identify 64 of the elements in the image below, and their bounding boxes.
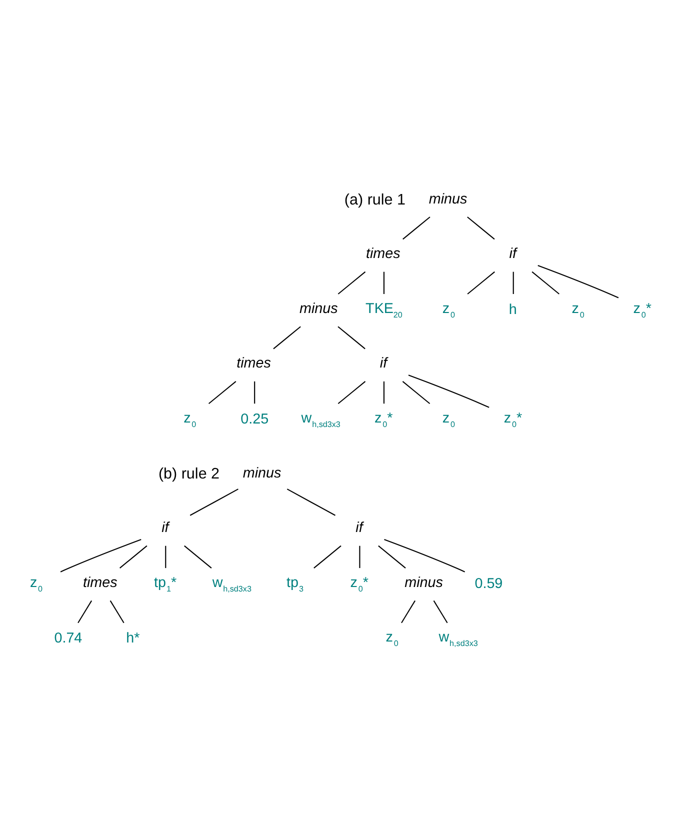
connector: [384, 539, 466, 572]
connector: [401, 600, 416, 624]
connector: [208, 381, 236, 404]
connector: [359, 546, 360, 568]
node-text: 0.25: [240, 411, 269, 428]
connector: [120, 545, 148, 568]
node-text: times: [366, 246, 400, 262]
node-text: if: [162, 520, 169, 536]
connector: [383, 381, 385, 404]
node-text: minus: [242, 465, 282, 482]
node-text: z$_{0}$*: [350, 574, 368, 594]
node-text: h*: [126, 630, 140, 647]
connector: [433, 600, 448, 624]
connector: [467, 216, 495, 240]
connector: [467, 271, 495, 294]
connector: [110, 600, 124, 624]
node-text: h: [508, 302, 517, 318]
node-text: w$_{h,sd3x3}$: [301, 410, 340, 430]
connector: [273, 326, 301, 350]
connector: [165, 546, 166, 568]
node-text: z$_{0}$: [442, 410, 455, 430]
node-text: if: [380, 356, 388, 372]
node-text: minus: [428, 191, 468, 208]
node-text: z$_{0}$: [386, 630, 398, 648]
node-text: TKE$_{20}$: [366, 300, 402, 320]
connector: [383, 272, 385, 294]
node-text: times: [236, 356, 271, 372]
connector: [402, 381, 430, 404]
node-text: 0.59: [474, 576, 503, 592]
node-text: 0.74: [54, 630, 82, 647]
node-text: w$_{h,sd3x3}$: [438, 630, 478, 648]
label: (a) rule 1: [344, 191, 406, 208]
node-text: z$_{0}$: [184, 410, 196, 430]
node-text: z$_{0}$*: [633, 300, 652, 320]
connector: [78, 600, 92, 624]
node-text: tp$_{3}$: [286, 574, 304, 594]
node-text: tp$_{1}$*: [154, 574, 177, 594]
connector: [254, 381, 256, 404]
connector: [538, 264, 619, 298]
node-text: z$_{0}$: [442, 300, 455, 320]
node-text: z$_{0}$*: [504, 410, 522, 430]
node-text: w$_{h,sd3x3}$: [212, 574, 252, 594]
connector: [338, 271, 366, 294]
node-text: if: [356, 520, 363, 536]
node-text: minus: [404, 574, 443, 591]
connector: [338, 326, 366, 350]
node-text: minus: [300, 300, 338, 317]
label: (b) rule 2: [158, 465, 220, 482]
node-text: times: [82, 574, 118, 591]
node-text: z$_{0}$: [30, 574, 43, 594]
connector: [286, 488, 336, 516]
connector: [60, 539, 142, 572]
connector: [184, 545, 212, 568]
node-text: if: [509, 246, 517, 262]
connector: [190, 488, 238, 516]
connector: [512, 272, 514, 294]
connector: [408, 374, 490, 408]
connector: [314, 545, 342, 568]
connector: [338, 381, 366, 404]
connector: [402, 216, 430, 240]
connector: [378, 545, 406, 568]
node-text: z$_{0}$*: [374, 410, 393, 430]
node-text: z$_{0}$: [572, 300, 584, 320]
connector: [532, 271, 560, 294]
